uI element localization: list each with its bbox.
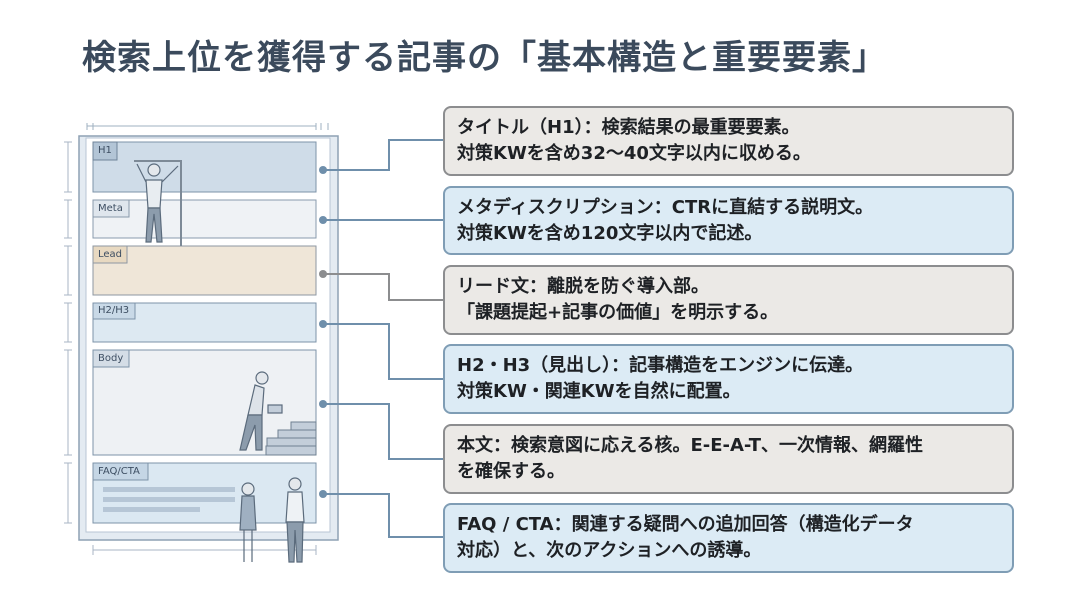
page-title: 検索上位を獲得する記事の「基本構造と重要要素」 [82, 38, 887, 78]
connector-dots [319, 166, 327, 498]
section-block-meta [92, 199, 317, 239]
desc-line: リード文：離脱を防ぐ導入部。 [457, 276, 709, 297]
connector-lead [323, 273, 443, 301]
connector-dot-meta [319, 216, 327, 224]
connector-dot-h1 [319, 166, 327, 174]
connector-h2h3 [323, 323, 443, 380]
bottom-dimension-line [92, 545, 317, 555]
section-label-meta: Meta [98, 203, 123, 214]
desc-line: H2・H3（見出し）：記事構造をエンジンに伝達。 [457, 355, 864, 376]
section-block-h1 [92, 141, 317, 193]
section-label-h1: H1 [98, 145, 112, 156]
connector-dot-faq [319, 490, 327, 498]
desc-line: メタディスクリプション：CTRに直結する説明文。 [457, 197, 874, 218]
connector-body [323, 403, 443, 460]
section-label-faq: FAQ/CTA [98, 466, 140, 477]
desc-box-h2h3: H2・H3（見出し）：記事構造をエンジンに伝達。 対策KW・関連KWを自然に配置… [443, 344, 1014, 414]
connector-faq [323, 493, 443, 538]
desc-line: 対策KWを含め32〜40文字以内に収める。 [457, 143, 811, 164]
connector-h1 [323, 139, 443, 171]
desc-box-lead: リード文：離脱を防ぐ導入部。 「課題提起+記事の価値」を明示する。 [443, 265, 1014, 335]
desc-line: 対応）と、次のアクションへの誘導。 [457, 540, 762, 561]
desc-box-meta: メタディスクリプション：CTRに直結する説明文。 対策KWを含め120文字以内で… [443, 186, 1014, 255]
brick-stack-icon [265, 421, 317, 456]
desc-line: を確保する。 [457, 461, 565, 482]
desc-box-title: タイトル（H1）：検索結果の最重要要素。 対策KWを含め32〜40文字以内に収め… [443, 106, 1014, 176]
section-label-h2h3: H2/H3 [98, 305, 130, 316]
people-talking-icon [239, 477, 305, 563]
desc-line: 「課題提起+記事の価値」を明示する。 [457, 302, 779, 323]
desc-line: FAQ / CTA：関連する疑問への追加回答（構造化データ [457, 514, 914, 535]
desc-line: タイトル（H1）：検索結果の最重要要素。 [457, 117, 800, 138]
desc-line: 対策KW・関連KWを自然に配置。 [457, 381, 741, 402]
connector-dot-body [319, 400, 327, 408]
worker-brick-icon [239, 371, 283, 451]
faq-placeholder-lines [103, 487, 235, 512]
connector-dot-h2h3 [319, 320, 327, 328]
desc-line: 対策KWを含め120文字以内で記述。 [457, 223, 763, 244]
desc-box-faq: FAQ / CTA：関連する疑問への追加回答（構造化データ 対応）と、次のアクシ… [443, 503, 1014, 573]
connector-dot-lead [319, 270, 327, 278]
left-dimension-lines [64, 141, 72, 524]
desc-line: 本文：検索意図に応える核。E-E-A-T、一次情報、網羅性 [457, 435, 924, 456]
section-label-lead: Lead [98, 249, 123, 260]
top-dimension-line [86, 123, 329, 130]
section-label-body: Body [98, 353, 124, 364]
section-block-lead [92, 245, 317, 296]
desc-box-body: 本文：検索意図に応える核。E-E-A-T、一次情報、網羅性 を確保する。 [443, 424, 1014, 494]
connector-lines [323, 139, 443, 538]
worker-measuring-icon [134, 160, 182, 246]
